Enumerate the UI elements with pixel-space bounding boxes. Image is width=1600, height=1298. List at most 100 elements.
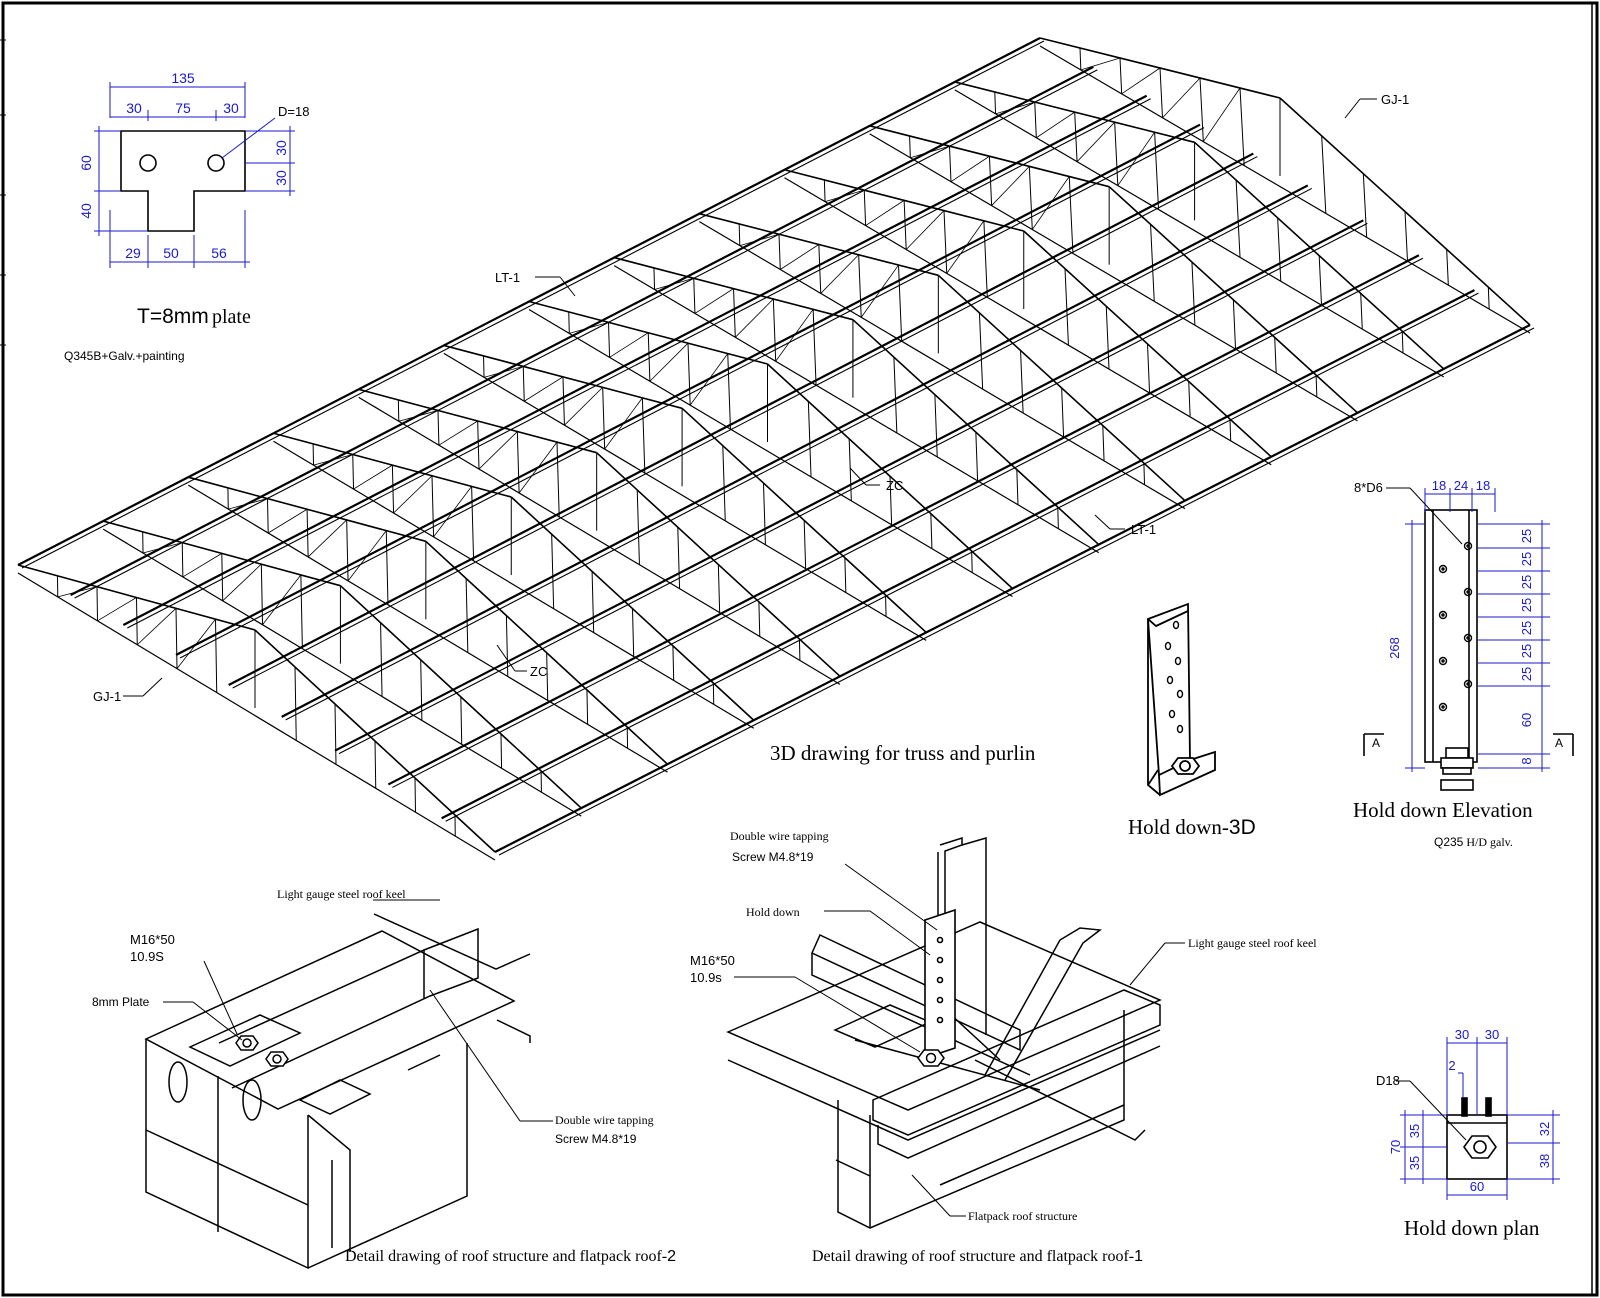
purlin-edge bbox=[498, 327, 1535, 856]
plate-dim-height-bottom: 40 bbox=[78, 203, 94, 219]
truss-web bbox=[1079, 47, 1082, 70]
truss-web bbox=[1188, 381, 1191, 417]
truss-diagonal bbox=[393, 475, 433, 514]
truss-diagonal bbox=[222, 563, 262, 602]
elevation-hole-center bbox=[1441, 613, 1445, 617]
truss-diagonal bbox=[1162, 77, 1201, 119]
truss-web bbox=[975, 432, 979, 481]
truss-top-chord bbox=[339, 585, 582, 809]
elevation-right-dim: 25 bbox=[1519, 575, 1534, 589]
elevation-right-dim: 25 bbox=[1519, 667, 1534, 681]
truss-web bbox=[175, 608, 178, 669]
plate-dim-overall: 135 bbox=[171, 70, 195, 86]
plate-dim-right-a: 30 bbox=[273, 140, 289, 156]
truss-diagonal bbox=[307, 519, 347, 558]
truss-web bbox=[1199, 77, 1204, 142]
truss-diagonal bbox=[267, 508, 308, 534]
truss-web bbox=[943, 210, 948, 274]
truss-web bbox=[1057, 507, 1059, 529]
truss-diagonal bbox=[654, 277, 694, 290]
truss-web bbox=[551, 534, 555, 609]
truss-top-chord bbox=[1108, 186, 1359, 414]
truss-leaders bbox=[123, 98, 1377, 697]
truss-diagonal bbox=[739, 233, 780, 246]
truss-web bbox=[863, 190, 867, 226]
plan-top-dim-1: 30 bbox=[1455, 1027, 1469, 1042]
truss-web bbox=[181, 542, 184, 577]
truss-web bbox=[994, 91, 997, 114]
truss-web bbox=[1114, 122, 1119, 186]
truss-web bbox=[586, 689, 589, 725]
purlin-edge bbox=[445, 292, 1479, 822]
truss-web bbox=[722, 445, 726, 521]
plate-dim-bottom-c: 56 bbox=[211, 245, 227, 261]
truss-bottom-chord bbox=[699, 221, 1186, 510]
detail1-flatpack-label: Flatpack roof structure bbox=[968, 1209, 1077, 1223]
truss-web bbox=[898, 265, 903, 342]
elevation-top-dim-1: 18 bbox=[1432, 478, 1446, 493]
plan-hole-label: D18 bbox=[1376, 1073, 1400, 1088]
truss-web bbox=[693, 278, 696, 314]
truss-diagonal bbox=[860, 264, 899, 318]
truss-web bbox=[647, 332, 651, 382]
truss-web bbox=[516, 431, 520, 494]
truss-web bbox=[471, 486, 475, 561]
truss-web bbox=[988, 156, 993, 206]
plate-dim-left: 30 bbox=[126, 100, 142, 116]
plate-dim-height-top: 60 bbox=[78, 155, 94, 171]
purlin-edge bbox=[127, 98, 1151, 629]
detail1-caption-prefix: Detail drawing of roof structure and fla… bbox=[812, 1248, 1134, 1265]
detail1-bolt-label-1: M16*50 bbox=[690, 953, 735, 968]
truss-diagonal bbox=[347, 530, 387, 582]
elevation-top-dim-2: 24 bbox=[1454, 478, 1468, 493]
truss-web bbox=[807, 401, 812, 477]
truss-lines bbox=[17, 37, 1535, 861]
truss-web bbox=[267, 498, 269, 534]
truss-diagonal bbox=[1203, 87, 1241, 142]
truss-web bbox=[1321, 135, 1327, 214]
truss-web bbox=[762, 483, 766, 545]
detail2-screw-label-1: Double wire tapping bbox=[555, 1113, 654, 1127]
truss-web bbox=[818, 244, 822, 294]
truss-caption: 3D drawing for truss and purlin bbox=[770, 741, 1036, 765]
plate-dim-right-b: 30 bbox=[273, 170, 289, 186]
label-lt1-top: LT-1 bbox=[495, 270, 520, 285]
truss-diagonal bbox=[136, 608, 177, 646]
truss-web bbox=[380, 622, 383, 697]
plate-dim-right: 30 bbox=[223, 100, 239, 116]
truss-web bbox=[717, 564, 721, 613]
truss-web bbox=[460, 696, 463, 745]
truss-web bbox=[889, 476, 893, 525]
truss-diagonal bbox=[398, 410, 439, 422]
label-zc-top: ZC bbox=[886, 478, 903, 493]
truss-diagonal bbox=[518, 441, 558, 494]
truss-web bbox=[221, 553, 224, 601]
truss-diagonal bbox=[353, 464, 393, 490]
truss-web bbox=[1274, 337, 1277, 374]
truss-web bbox=[1074, 112, 1078, 162]
plan-right-dim-1: 32 bbox=[1537, 1122, 1552, 1136]
truss-web bbox=[1404, 211, 1408, 262]
truss-diagonal bbox=[649, 342, 689, 382]
elevation-right-dim: 25 bbox=[1519, 644, 1534, 658]
truss-diagonal bbox=[824, 189, 865, 203]
truss-bottom-chord bbox=[784, 177, 1272, 466]
purlin-edge bbox=[232, 156, 1258, 689]
label-gj1-left: GJ-1 bbox=[93, 689, 121, 704]
truss-purlin-3d: LT-1 GJ-1 LT-1 ZC ZC GJ-1 3D drawing for… bbox=[17, 37, 1535, 861]
detail1-bolt-label-2: 10.9s bbox=[690, 970, 722, 985]
truss-web bbox=[431, 475, 435, 537]
truss-web bbox=[1232, 299, 1237, 350]
elevation-hole-center bbox=[1441, 705, 1445, 709]
truss-diagonal bbox=[57, 586, 98, 598]
detail1-hold-down-label: Hold down bbox=[746, 905, 800, 919]
truss-web bbox=[334, 703, 337, 765]
truss-web bbox=[1315, 375, 1318, 397]
detail2-caption-prefix: Detail drawing of roof structure and fla… bbox=[345, 1248, 667, 1265]
purlin-edge bbox=[285, 187, 1313, 721]
truss-web bbox=[374, 740, 377, 789]
purlin-edge bbox=[179, 127, 1205, 659]
plate-hole-left bbox=[139, 154, 157, 172]
